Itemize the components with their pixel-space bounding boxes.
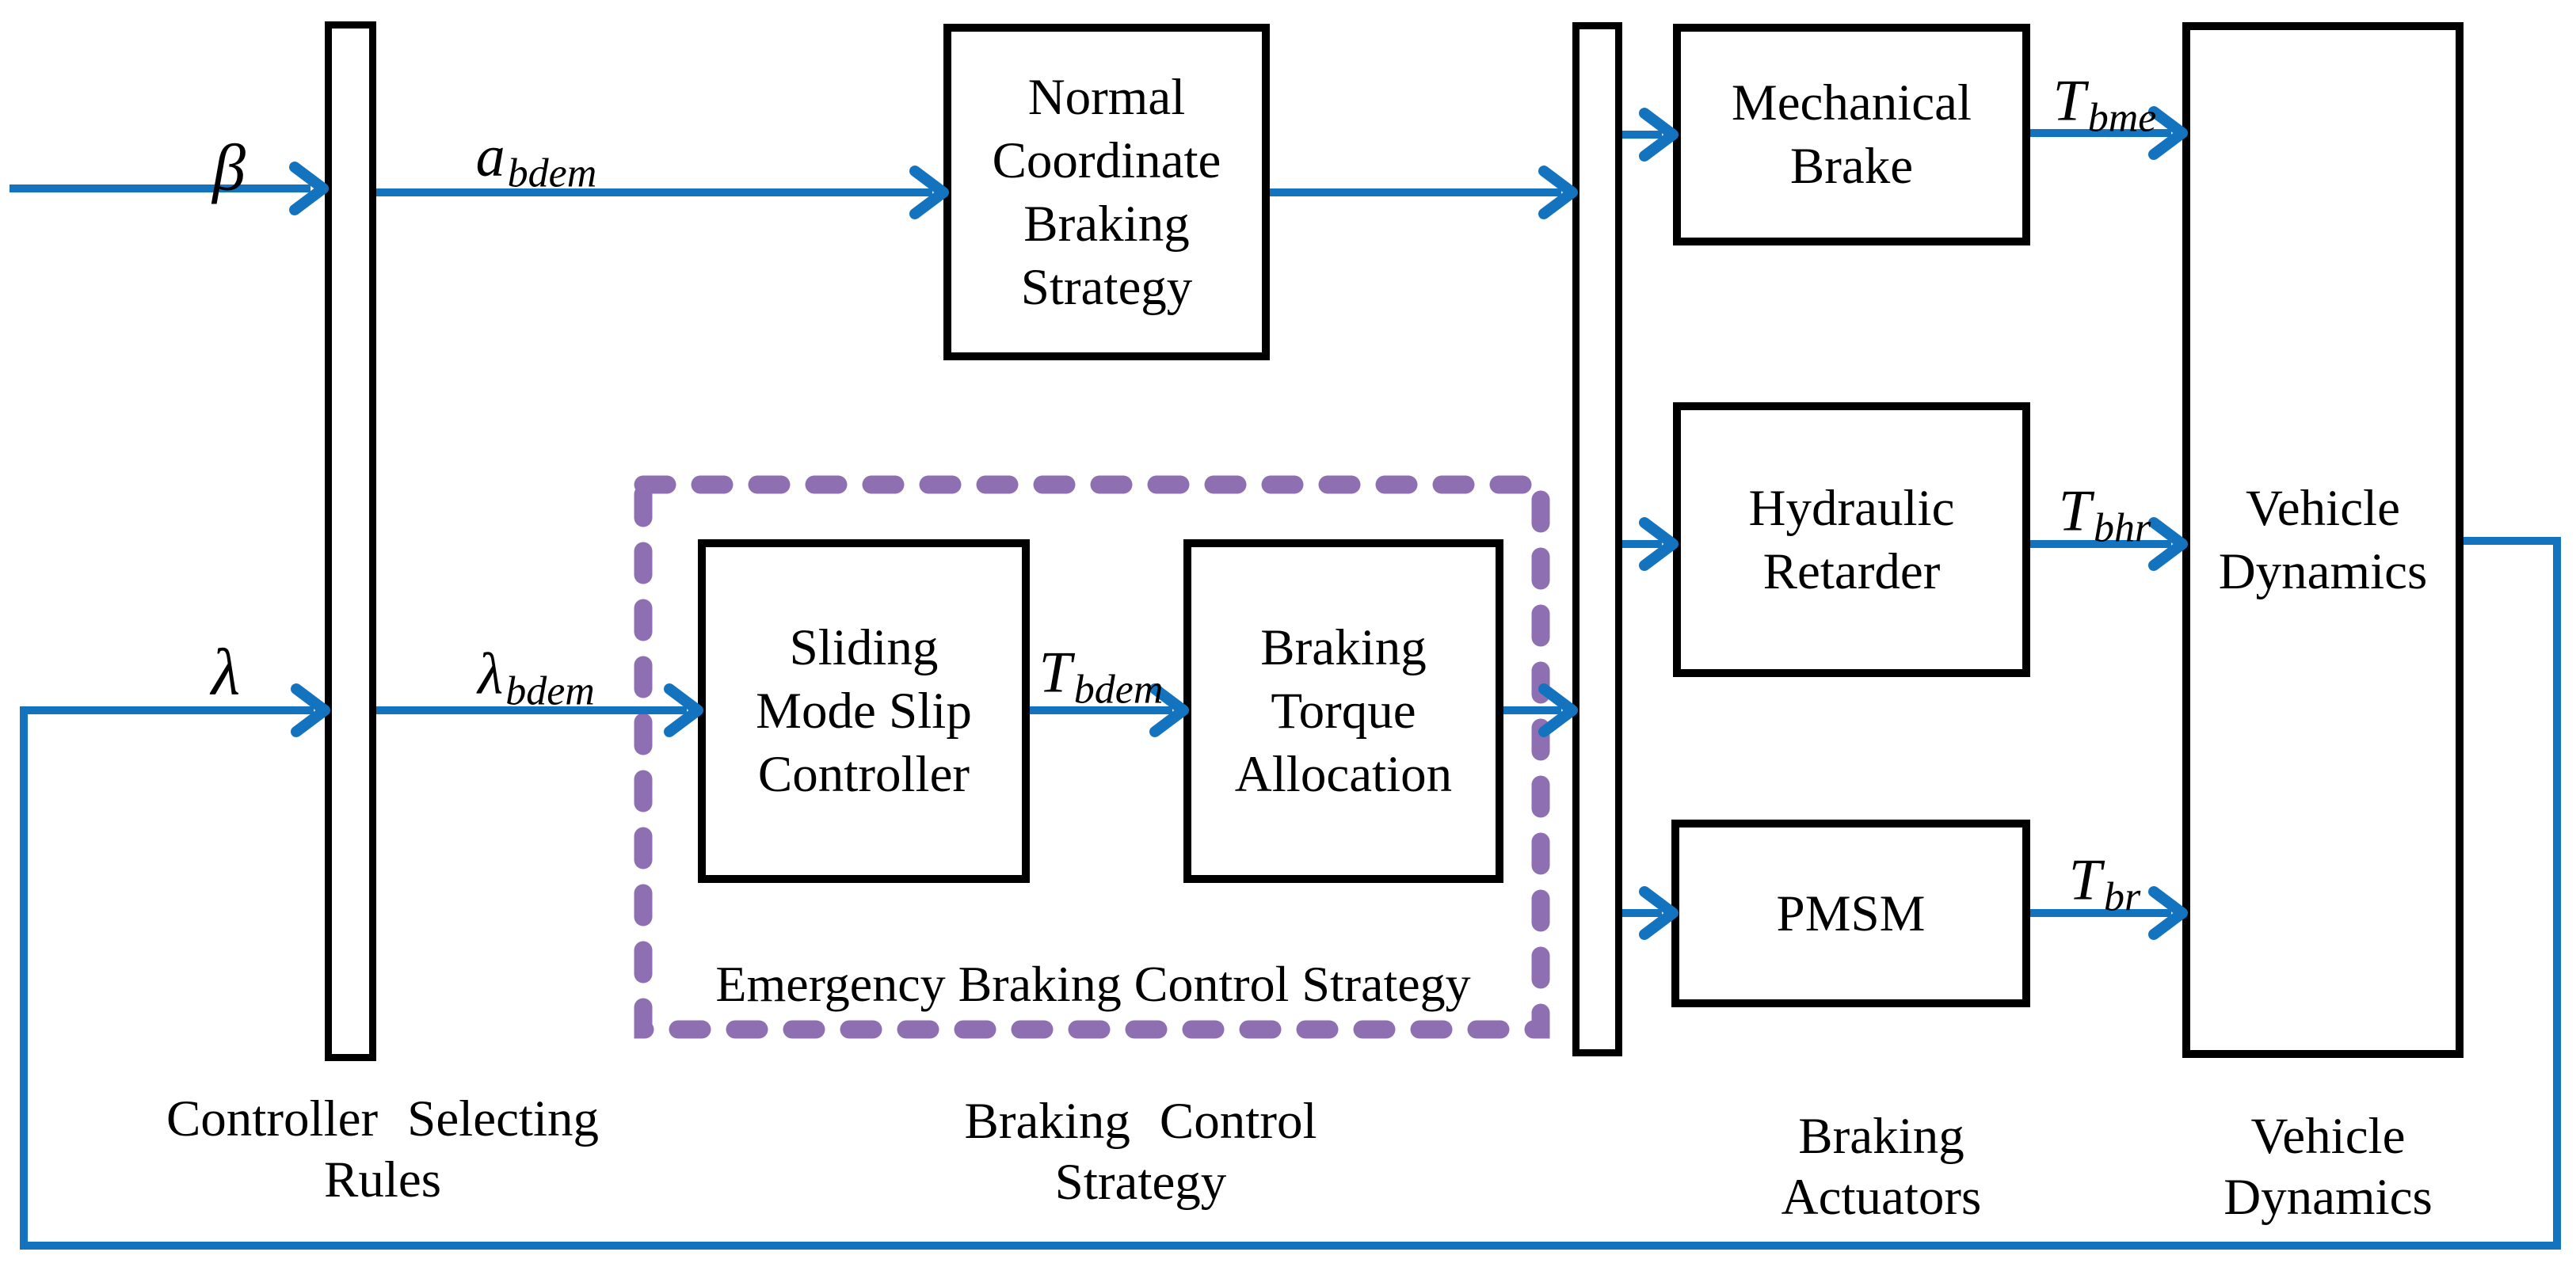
arrowhead-icon: [289, 162, 329, 215]
block-label-line: Mode Slip: [756, 683, 972, 740]
block-label-line: Brake: [1789, 138, 1914, 195]
arrowhead-icon: [664, 683, 703, 737]
lambda-symbol: λ: [211, 635, 241, 710]
caption-line: Actuators: [1781, 1169, 1982, 1226]
block-label-line: Braking: [1260, 619, 1427, 676]
block-pmsm: PMSM: [1671, 820, 2030, 1007]
emergency-group-label: Emergency Braking Control Strategy: [715, 956, 1471, 1012]
arrowhead-icon: [2148, 517, 2188, 571]
signal-subscript: bme: [2087, 95, 2157, 141]
lambda-label: λ: [211, 634, 240, 711]
lambda-bdem-label: λbdem: [478, 641, 595, 714]
signal-main: a: [475, 124, 505, 189]
arrowhead-icon: [1639, 108, 1679, 162]
braking-control-strategy-bar: [1572, 22, 1622, 1056]
caption-braking-control-strategy: Braking Control Strategy: [964, 1091, 1317, 1213]
t-bhr-label: Tbhr: [2058, 478, 2151, 551]
arrowhead-icon: [1538, 166, 1578, 219]
signal-subscript: bhr: [2093, 505, 2151, 551]
signal-main: T: [1038, 640, 1072, 706]
signal-main: T: [2058, 478, 2091, 544]
beta-label: β: [212, 130, 246, 207]
signal-subscript: br: [2103, 874, 2141, 920]
block-label-line: Sliding: [789, 619, 939, 676]
caption-line: Vehicle: [2250, 1108, 2406, 1165]
block-label-line: Mechanical: [1731, 74, 1972, 131]
block-vehicle-dynamics: Vehicle Dynamics: [2182, 22, 2464, 1058]
signal-subscript: bdem: [505, 668, 595, 714]
t-bdem-label: Tbdem: [1038, 640, 1164, 713]
block-label-line: Allocation: [1234, 746, 1453, 803]
signal-subscript: bdem: [507, 150, 597, 196]
arrowhead-icon: [1639, 517, 1679, 571]
block-label-line: Dynamics: [2218, 543, 2428, 600]
signal-main: T: [2052, 68, 2086, 134]
caption-line: Braking: [1798, 1108, 1964, 1165]
block-label-line: PMSM: [1776, 885, 1926, 942]
arrowhead-icon: [2148, 106, 2188, 160]
block-mechanical-brake: Mechanical Brake: [1673, 24, 2030, 245]
a-bdem-label: abdem: [475, 124, 597, 196]
signal-subscript: bdem: [1073, 667, 1164, 713]
block-braking-torque-allocation: Braking Torque Allocation: [1183, 539, 1503, 883]
t-bme-label: Tbme: [2052, 68, 2157, 141]
beta-symbol: β: [212, 131, 246, 205]
caption-line: Rules: [323, 1151, 442, 1208]
caption-line: Strategy: [1054, 1154, 1227, 1211]
caption-line: Controller Selecting: [166, 1090, 600, 1147]
caption-line: Dynamics: [2224, 1169, 2433, 1226]
arrowhead-icon: [1538, 683, 1578, 737]
block-label-line: Controller: [757, 746, 970, 803]
signal-main: T: [2068, 847, 2102, 913]
caption-vehicle-dynamics: Vehicle Dynamics: [2224, 1106, 2433, 1228]
caption-braking-actuators: Braking Actuators: [1781, 1106, 1982, 1228]
block-label-line: Strategy: [1020, 258, 1193, 316]
controller-selecting-rules-bar: [325, 21, 376, 1061]
block-hydraulic-retarder: Hydraulic Retarder: [1673, 402, 2030, 677]
caption-controller-selecting-rules: Controller Selecting Rules: [166, 1089, 599, 1211]
arrowhead-icon: [2148, 886, 2188, 940]
arrowhead-icon: [1639, 886, 1679, 940]
block-label-line: Braking: [1023, 195, 1190, 253]
arrowhead-icon: [909, 166, 949, 219]
caption-line: Braking Control: [964, 1093, 1317, 1150]
block-sliding-mode-slip-controller: Sliding Mode Slip Controller: [698, 539, 1030, 883]
arrowhead-icon: [291, 683, 330, 737]
block-label-line: Retarder: [1762, 542, 1941, 600]
signal-main: λ: [478, 641, 504, 707]
block-label-line: Hydraulic: [1748, 479, 1955, 537]
block-label-line: Torque: [1271, 683, 1416, 740]
block-label-line: Normal: [1027, 68, 1186, 126]
t-br-label: Tbr: [2068, 847, 2140, 920]
block-label-line: Vehicle: [2246, 480, 2400, 537]
block-normal-coordinate-braking-strategy: Normal Coordinate Braking Strategy: [943, 24, 1270, 360]
block-label-line: Coordinate: [992, 131, 1221, 189]
